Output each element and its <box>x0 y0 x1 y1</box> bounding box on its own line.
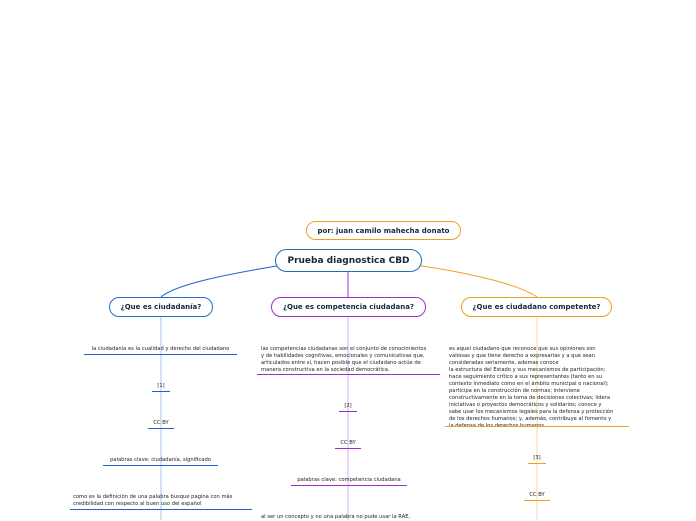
keywords-1[interactable]: palabras clave: ciudadanía, significado <box>110 457 211 463</box>
definition-line: y de habilidades cognitivas, emocionales… <box>261 353 425 359</box>
definition-ciudadano-competente[interactable]: es aquel ciudadano que reconoce que sus … <box>449 346 613 430</box>
definition-line: es aquel ciudadano que reconoce que sus … <box>449 346 596 352</box>
definition-line: manera constructiva en la sociedad democ… <box>261 367 390 373</box>
root-node[interactable]: Prueba diagnostica CBD <box>275 249 422 272</box>
underline <box>103 465 218 466</box>
definition-line: contexto inmediato como en el ámbito mun… <box>449 381 609 387</box>
underline <box>339 411 357 412</box>
underline <box>152 391 170 392</box>
underline <box>335 448 361 449</box>
author-node[interactable]: por: juan camilo mahecha donato <box>306 221 461 240</box>
license-1[interactable]: CC BY <box>153 420 169 426</box>
note-1-line: como es la definición de una palabra bus… <box>73 494 233 500</box>
definition-ciudadania[interactable]: la ciudadanía es la cualidad y derecho d… <box>91 346 230 352</box>
definition-line: sabe usar los mecanismos legales para la… <box>449 409 614 415</box>
underline <box>528 463 546 464</box>
note-1-line: credibilidad con respecto al buen uso de… <box>73 501 202 507</box>
ref-1[interactable]: [1] <box>157 383 165 389</box>
ref-3[interactable]: [3] <box>533 455 541 461</box>
definition-line: participa en la construcción de normas; … <box>449 388 580 394</box>
definition-line: de los derechos humanos; y, además, cont… <box>449 416 612 422</box>
question-ciudadano-competente-node[interactable]: ¿Que es ciudadano competente? <box>461 297 612 317</box>
connector-root-q1 <box>160 262 296 298</box>
license-2[interactable]: CC BY <box>340 440 356 446</box>
definition-line: iniciativas o proyectos democráticos y s… <box>449 402 602 408</box>
underline <box>148 428 174 429</box>
underline <box>524 500 550 501</box>
definition-line: las competencias ciudadanas son el conju… <box>261 346 427 352</box>
definition-line: constructivamente en la toma de decision… <box>449 395 611 401</box>
underline <box>291 485 407 486</box>
definition-line: consideradas seriamente, ademas conoce <box>449 360 559 366</box>
ref-2[interactable]: [2] <box>344 403 352 409</box>
definition-line: hace seguimiento crítico a sus represent… <box>449 374 603 380</box>
question-ciudadania-node[interactable]: ¿Que es ciudadanía? <box>109 297 213 317</box>
note-2[interactable]: al ser un concepto y no una palabra no p… <box>261 514 411 520</box>
license-3[interactable]: CC BY <box>529 492 545 498</box>
definition-line: la estructura del Estado y sus mecanismo… <box>449 367 606 373</box>
definition-competencia[interactable]: las competencias ciudadanas son el conju… <box>261 346 426 374</box>
definition-line: articulados entre sí, hacen posible que … <box>261 360 421 366</box>
underline <box>257 374 440 375</box>
underline <box>84 354 237 355</box>
keywords-2[interactable]: palabras clave: competencia ciudadana <box>297 477 401 483</box>
definition-line: valiosas y que tiene derecho a expresarl… <box>449 353 595 359</box>
question-competencia-node[interactable]: ¿Que es competencia ciudadana? <box>271 297 426 317</box>
underline <box>70 509 252 510</box>
underline <box>445 426 629 427</box>
connector-root-q3 <box>399 262 538 298</box>
note-1[interactable]: como es la definición de una palabra bus… <box>73 494 232 508</box>
